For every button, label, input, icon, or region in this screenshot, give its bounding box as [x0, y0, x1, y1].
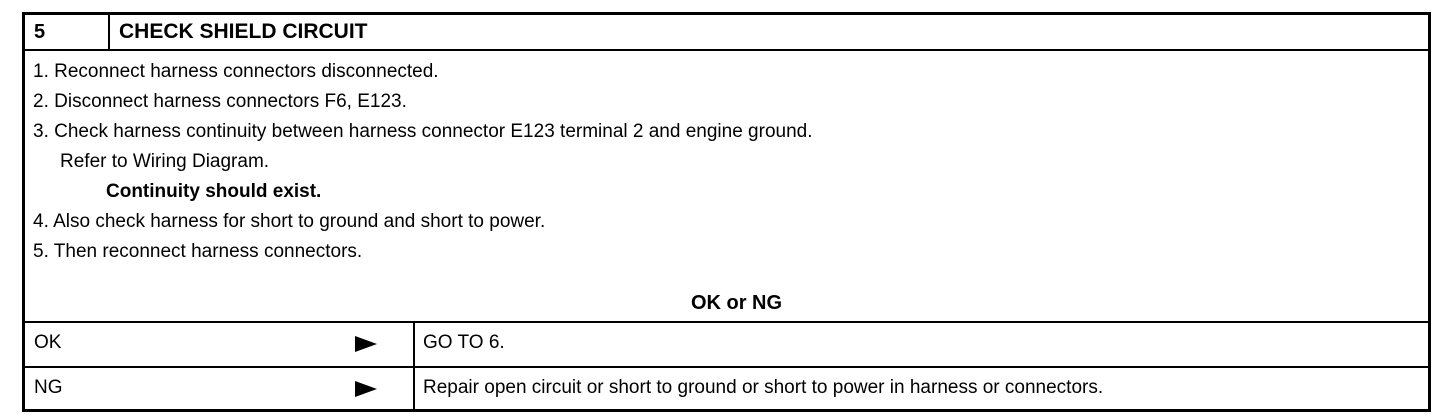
- step-header: 5 CHECK SHIELD CIRCUIT: [25, 15, 1428, 51]
- result-label: NG: [25, 368, 415, 409]
- instruction-5: 5. Then reconnect harness connectors.: [33, 241, 363, 262]
- verdict-label: OK or NG: [690, 292, 783, 314]
- instruction-3: 3. Check harness continuity between harn…: [33, 121, 813, 142]
- instruction-3-note: Refer to Wiring Diagram.: [60, 151, 270, 172]
- arrow-right-icon: [355, 336, 377, 352]
- step-number: 5: [25, 15, 110, 49]
- result-label: OK: [25, 323, 415, 366]
- result-label-text: NG: [34, 377, 63, 398]
- instruction-3-expected: Continuity should exist.: [106, 181, 322, 202]
- instruction-list: 1. Reconnect harness connectors disconne…: [33, 57, 813, 267]
- instruction-2: 2. Disconnect harness connectors F6, E12…: [33, 91, 407, 112]
- result-action: Repair open circuit or short to ground o…: [423, 377, 1104, 398]
- step-instructions: 1. Reconnect harness connectors disconne…: [25, 51, 1428, 323]
- result-row-ok: OK GO TO 6.: [25, 323, 1428, 368]
- inspection-step-table: 5 CHECK SHIELD CIRCUIT 1. Reconnect harn…: [22, 12, 1431, 412]
- step-title: CHECK SHIELD CIRCUIT: [119, 20, 368, 43]
- instruction-1: 1. Reconnect harness connectors disconne…: [33, 61, 439, 82]
- result-row-ng: NG Repair open circuit or short to groun…: [25, 368, 1428, 409]
- result-action: GO TO 6.: [423, 332, 505, 353]
- result-label-text: OK: [34, 332, 62, 353]
- arrow-right-icon: [355, 381, 377, 397]
- instruction-4: 4. Also check harness for short to groun…: [33, 211, 546, 232]
